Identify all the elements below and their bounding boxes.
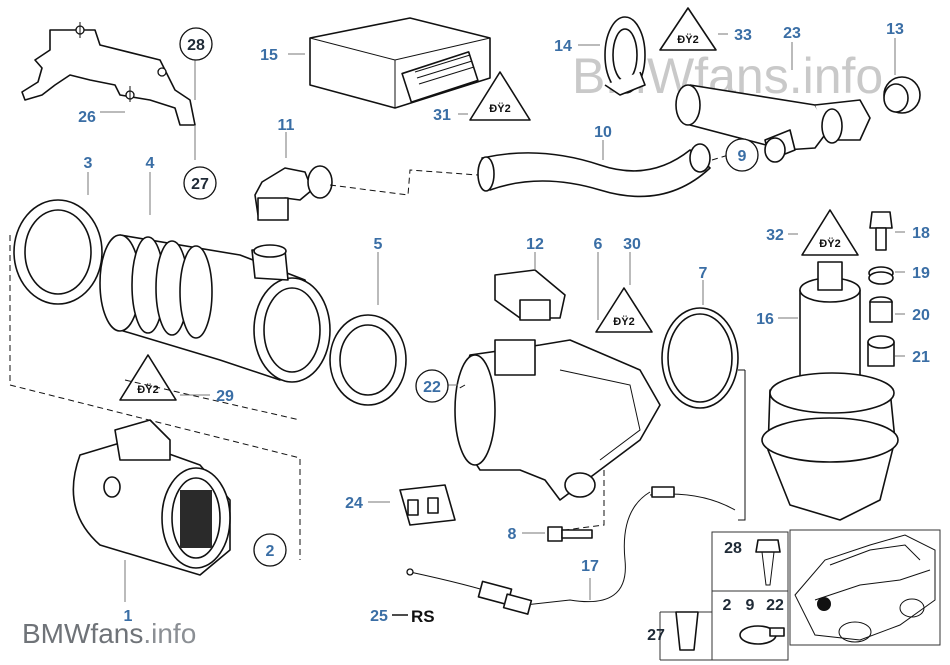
label-18: 18 [912, 225, 930, 242]
pump-seal-part[interactable] [883, 76, 921, 114]
air-hose-part[interactable] [477, 143, 746, 198]
car-locator-illustration [794, 534, 936, 643]
inset-clamp-part[interactable] [739, 625, 785, 645]
label-16: 16 [756, 311, 774, 328]
air-mass-meter-part[interactable] [72, 419, 231, 576]
svg-text:ÐŸ2: ÐŸ2 [137, 383, 158, 396]
label-22-circle: 22 [423, 379, 441, 396]
throttle-sensor-part[interactable] [494, 269, 566, 321]
label-9-circle: 9 [738, 148, 747, 165]
inset-label-27: 27 [647, 627, 665, 644]
bracket-part[interactable] [21, 22, 196, 126]
bushing-20-part[interactable] [869, 296, 893, 323]
label-21: 21 [912, 349, 930, 366]
label-20: 20 [912, 307, 930, 324]
washer-19-part[interactable] [868, 266, 894, 285]
label-30: 30 [623, 236, 641, 253]
pump-bracket-part[interactable] [604, 16, 646, 96]
label-2-circle: 2 [266, 543, 275, 560]
label-5: 5 [374, 236, 383, 253]
screw-8-part[interactable] [547, 526, 593, 542]
seal-ring-3-part[interactable] [13, 199, 103, 305]
label-33: 33 [734, 27, 752, 44]
intake-boot-part[interactable] [99, 234, 331, 383]
control-unit-part[interactable] [309, 17, 491, 109]
inset-label-9: 9 [746, 597, 755, 614]
svg-text:ÐŸ2: ÐŸ2 [819, 237, 840, 250]
label-1: 1 [124, 608, 133, 625]
ref-circle-28: 28 [179, 27, 213, 61]
label-27-circle: 27 [191, 176, 209, 193]
label-31: 31 [433, 107, 451, 124]
gasket-7-part[interactable] [661, 307, 739, 409]
leader-lines [87, 33, 905, 602]
svg-text:ÐŸ2: ÐŸ2 [489, 102, 510, 115]
ref-circle-2: 2 [253, 533, 287, 567]
label-11: 11 [278, 117, 295, 134]
label-26: 26 [78, 109, 96, 126]
label-4: 4 [146, 155, 155, 172]
location-dot [817, 597, 831, 611]
ref-circle-22: 22 [415, 369, 449, 403]
inset-panel [659, 529, 941, 661]
label-17: 17 [581, 558, 599, 575]
inset-label-2: 2 [723, 597, 732, 614]
warning-triangle-33: ÐŸ2 [659, 7, 717, 51]
warning-triangle-32: ÐŸ2 [801, 209, 859, 256]
label-19: 19 [912, 265, 930, 282]
label-29: 29 [216, 388, 234, 405]
label-6: 6 [594, 236, 603, 253]
label-7: 7 [699, 265, 708, 282]
bolt-18-part[interactable] [869, 211, 893, 251]
ref-circle-9: 9 [725, 138, 759, 172]
warning-triangle-31: ÐŸ2 [469, 71, 531, 121]
label-8: 8 [508, 526, 517, 543]
label-10: 10 [594, 124, 612, 141]
inset-label-22: 22 [766, 597, 784, 614]
rs-label: RS [411, 607, 435, 626]
label-12: 12 [526, 236, 544, 253]
label-3: 3 [84, 155, 93, 172]
clip-24-part[interactable] [399, 484, 456, 526]
label-15: 15 [260, 47, 278, 64]
label-24: 24 [345, 495, 363, 512]
air-pump-part[interactable] [675, 84, 871, 163]
elbow-hose-part[interactable] [254, 165, 479, 221]
label-25: 25 [370, 608, 388, 625]
grommet-21-part[interactable] [867, 335, 895, 367]
throttle-housing-part[interactable] [454, 339, 661, 501]
watermark-bottom: BMWfans.info [22, 618, 196, 649]
svg-text:ÐŸ2: ÐŸ2 [613, 315, 634, 328]
actuator-part[interactable] [738, 261, 899, 521]
svg-text:ÐŸ2: ÐŸ2 [677, 33, 698, 46]
clamp-ring-5-part[interactable] [329, 314, 407, 406]
warning-triangle-30: ÐŸ2 [595, 287, 653, 333]
inset-label-28: 28 [724, 540, 742, 557]
cable-17-part[interactable] [406, 486, 736, 615]
label-28-circle: 28 [187, 37, 205, 54]
inset-screw-part[interactable] [755, 539, 781, 586]
warning-triangle-29: ÐŸ2 [119, 354, 177, 401]
label-14: 14 [554, 38, 572, 55]
ref-circle-27: 27 [183, 166, 217, 200]
label-13: 13 [886, 21, 904, 38]
inset-clip-part[interactable] [675, 611, 699, 651]
label-23: 23 [783, 25, 801, 42]
label-32: 32 [766, 227, 784, 244]
